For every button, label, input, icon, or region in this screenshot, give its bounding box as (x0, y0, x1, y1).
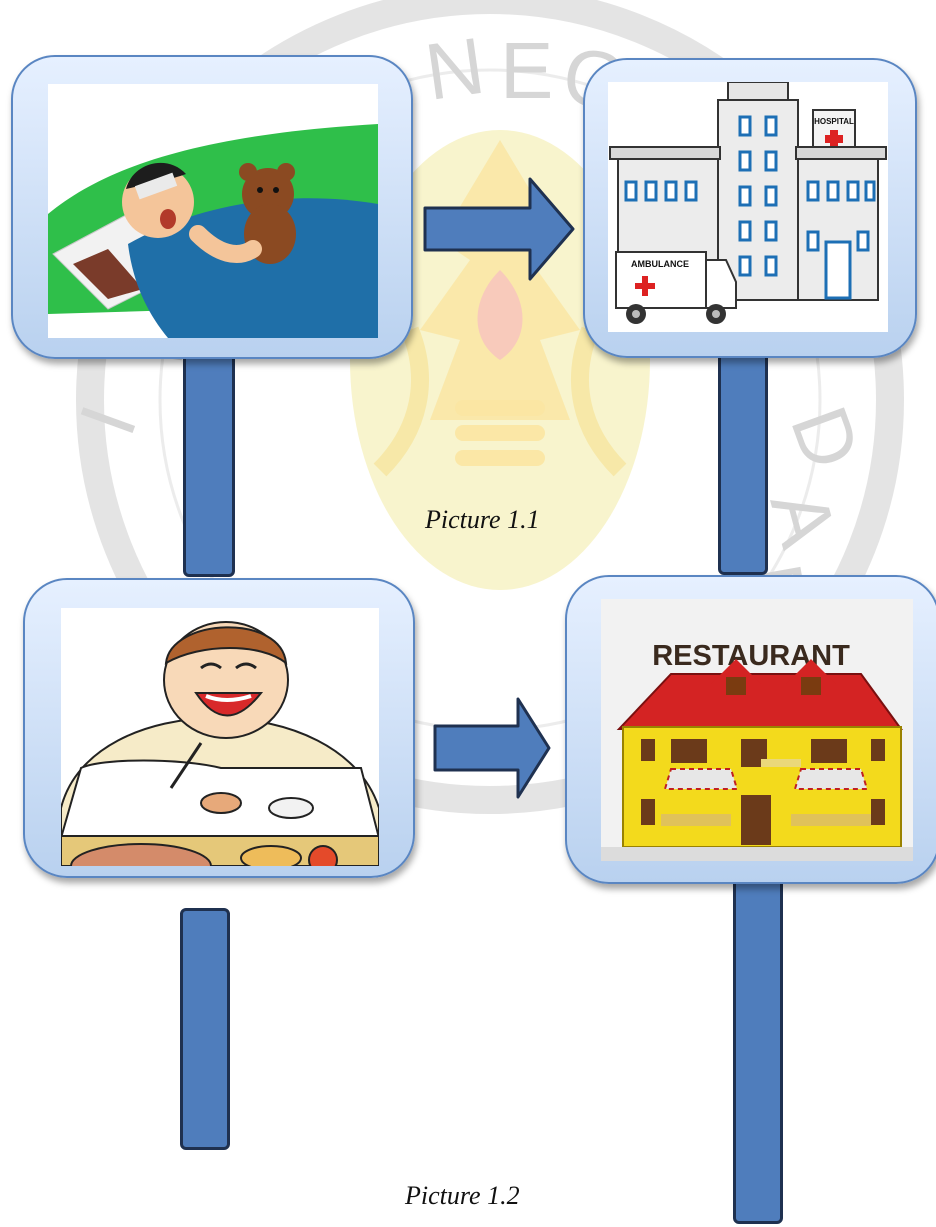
pole-eating (180, 908, 230, 1150)
caption-picture-1-1: Picture 1.1 (425, 505, 540, 534)
sick-person-in-bed-icon (48, 84, 378, 338)
hospital-with-ambulance-icon: HOSPITAL (609, 82, 887, 324)
hospital-image: HOSPITAL (608, 82, 888, 332)
restaurant-image: RESTAURANT (601, 599, 913, 861)
caption-picture-1-2: Picture 1.2 (405, 1181, 520, 1210)
ambulance-sign-text: AMBULANCE (631, 259, 689, 269)
person-eating-happily-icon (61, 608, 379, 866)
pole-sick (183, 345, 235, 577)
seal-letter: A (754, 481, 854, 556)
pole-restaurant (733, 870, 783, 1224)
card-restaurant: RESTAURANT (565, 575, 936, 884)
arrow-sick-to-hospital (423, 177, 575, 281)
restaurant-sign-text: RESTAURANT (652, 640, 850, 672)
sick-person-image (48, 84, 378, 338)
card-eating-person (23, 578, 415, 878)
hospital-sign-text: HOSPITAL (814, 117, 854, 126)
seal-letter: D (774, 395, 877, 480)
card-sick-person (11, 55, 413, 359)
eating-person-image (61, 608, 379, 866)
card-hospital: HOSPITAL (583, 58, 917, 358)
pole-hospital (718, 340, 768, 575)
arrow-eating-to-restaurant (433, 697, 551, 799)
seal-letter: E (500, 26, 553, 115)
seal-letter: I (62, 394, 153, 445)
restaurant-building-icon: RESTAURANT (601, 599, 913, 861)
seal-letter: N (420, 21, 490, 117)
